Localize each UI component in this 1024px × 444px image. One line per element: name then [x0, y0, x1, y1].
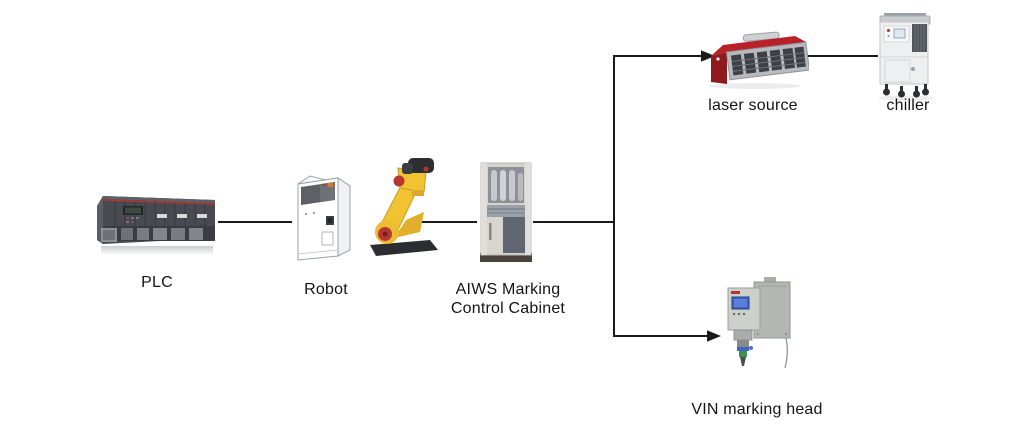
laser-source-illustration [709, 31, 809, 89]
laser-source-label: laser source [708, 97, 798, 114]
arrowhead-laser [701, 50, 715, 62]
arrowhead-vinhead [707, 330, 721, 342]
chiller-illustration [878, 13, 934, 101]
chiller-label: chiller [886, 97, 930, 114]
robot-label: Robot [304, 281, 348, 298]
aiws-cabinet-label: AIWS Marking Control Cabinet [450, 281, 566, 317]
aiws-cabinet-illustration [480, 162, 532, 262]
robot-controller-illustration [297, 175, 351, 261]
plc-label: PLC [141, 274, 173, 291]
vin-marking-head-label: VIN marking head [691, 401, 823, 418]
vin-marking-head-illustration [727, 277, 791, 369]
plc-illustration [97, 196, 215, 255]
robot-arm-illustration [370, 158, 438, 256]
